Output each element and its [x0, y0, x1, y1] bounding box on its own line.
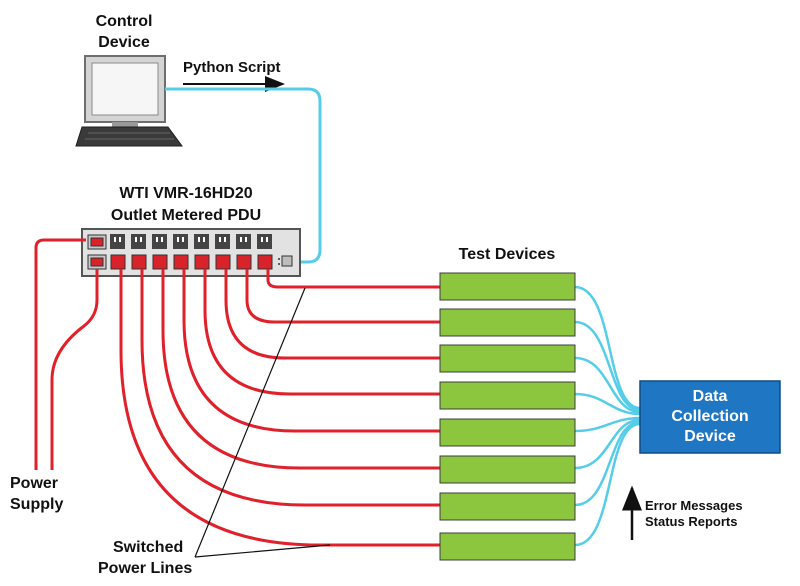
control-device-label-line2: Device [98, 34, 150, 51]
test-device [439, 418, 576, 447]
switched-power-lines [119, 269, 440, 547]
test-device [439, 381, 576, 410]
status-reports-label: Status Reports [645, 514, 737, 529]
test-device [439, 492, 576, 521]
data-collection-label-line1: Data [693, 388, 728, 405]
control-data-line [165, 87, 322, 264]
python-script-label: Python Script [183, 59, 281, 76]
pointer-line-upper [194, 287, 306, 558]
data-collection-device [639, 380, 781, 454]
pdu-unit [81, 228, 301, 277]
test-device [439, 344, 576, 373]
power-supply-line-b [50, 269, 99, 470]
test-devices-label: Test Devices [459, 246, 556, 263]
power-supply-label-line2: Supply [10, 496, 63, 513]
test-device [439, 455, 576, 484]
error-messages-label: Error Messages [645, 498, 743, 513]
desktop-computer-icon [75, 55, 183, 147]
data-collection-label-line2: Collection [671, 408, 748, 425]
top-outlet-row [110, 234, 272, 249]
test-device [439, 308, 576, 337]
test-device [439, 532, 576, 561]
data-collection-label-line3: Device [684, 428, 736, 445]
power-supply-label-line1: Power [10, 475, 58, 492]
power-supply-line-a [34, 238, 86, 470]
pointer-line-lower [194, 544, 331, 558]
pdu-label-line1: WTI VMR-16HD20 [119, 185, 252, 202]
control-device-label-line1: Control [96, 13, 153, 30]
switched-power-label-line1: Switched [113, 539, 183, 556]
switched-outlet-row [110, 254, 273, 270]
test-device [439, 272, 576, 301]
switched-power-label-line2: Power Lines [98, 560, 192, 577]
test-devices [439, 272, 576, 561]
status-data-lines [574, 285, 641, 547]
pdu-label-line2: Outlet Metered PDU [111, 207, 261, 224]
